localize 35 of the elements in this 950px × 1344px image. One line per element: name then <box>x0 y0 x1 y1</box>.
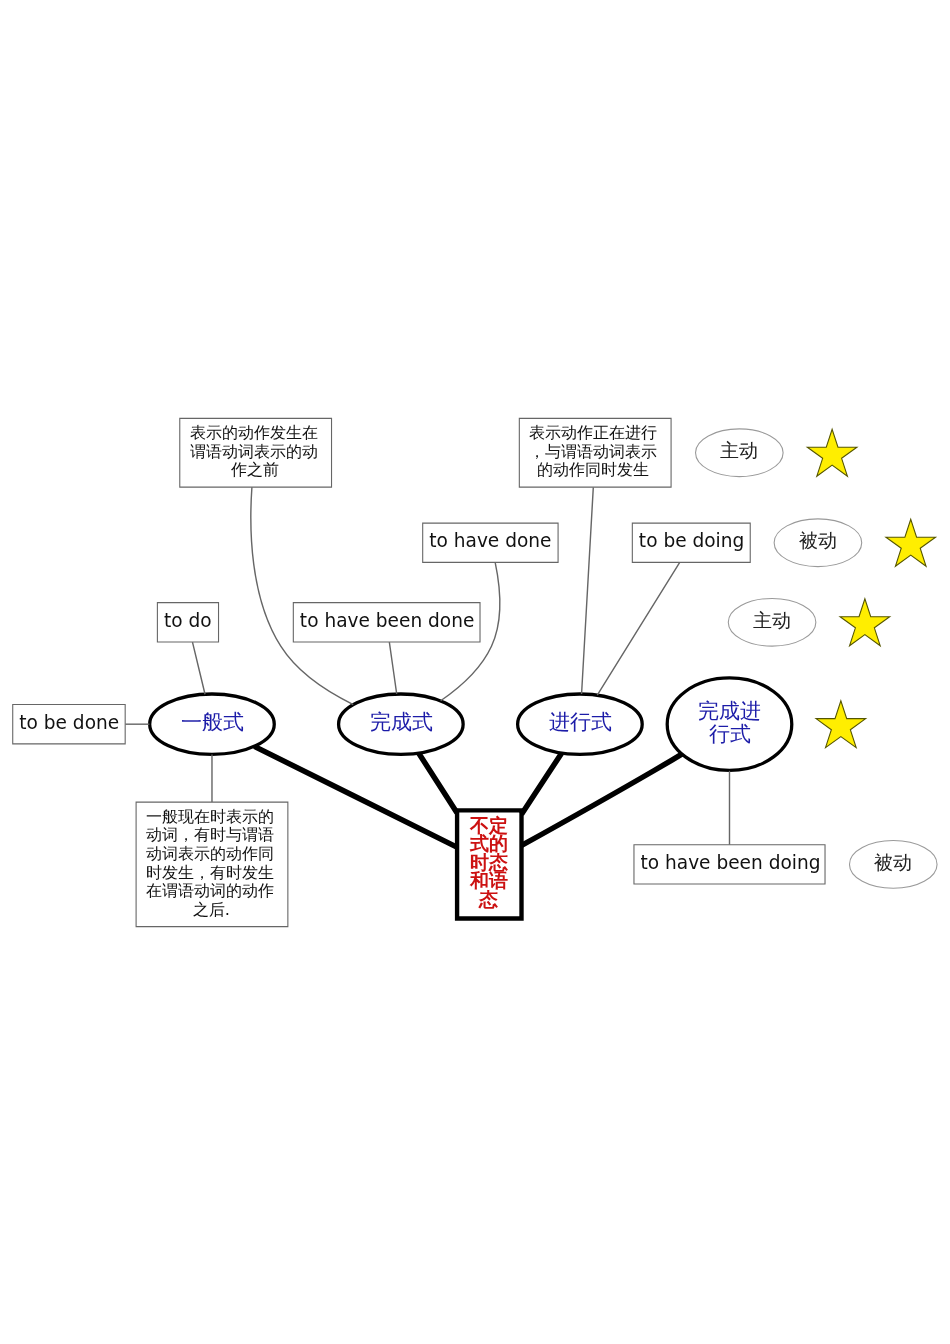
connector <box>728 769 731 845</box>
connector <box>519 751 564 816</box>
node-star <box>884 517 938 568</box>
node-box: 不定式的时态和语态 <box>454 807 524 921</box>
connector <box>191 640 206 695</box>
node-ellipse: 被动 <box>773 517 863 567</box>
connector <box>416 751 460 814</box>
connector <box>596 561 681 696</box>
connector <box>520 751 684 848</box>
node-box: to have been done <box>292 601 481 642</box>
node-ellipse: 进行式 <box>516 691 644 756</box>
connector <box>388 640 398 695</box>
node-box: 表示的动作发生在谓语动词表示的动作之前 <box>179 417 333 488</box>
node-ellipse: 主动 <box>727 597 817 647</box>
node-box: to have done <box>422 522 559 563</box>
node-ellipse: 主动 <box>695 427 784 477</box>
node-ellipse: 被动 <box>848 839 938 889</box>
node-star <box>805 427 859 478</box>
node-box: to do <box>156 601 220 642</box>
connector <box>124 722 151 725</box>
node-box: 表示动作正在进行，与谓语动词表示的动作同时发生 <box>518 417 672 488</box>
node-star <box>838 596 892 647</box>
node-ellipse: 完成式 <box>336 691 465 756</box>
node-ellipse: 一般式 <box>148 691 276 756</box>
node-box: 一般现在时表示的动词，有时与谓语动词表示的动作同时发生，有时发生在谓语动词的动作之后. <box>135 801 289 927</box>
connector <box>250 486 354 705</box>
node-box: to be done <box>12 703 126 744</box>
node-ellipse: 完成进行式 <box>665 675 794 772</box>
node-box: to be doing <box>631 522 751 563</box>
node-star <box>814 698 868 749</box>
connector <box>211 753 213 803</box>
connector <box>439 561 501 701</box>
connector <box>580 486 594 695</box>
connector <box>253 743 459 850</box>
node-box: to have been doing <box>633 843 826 885</box>
